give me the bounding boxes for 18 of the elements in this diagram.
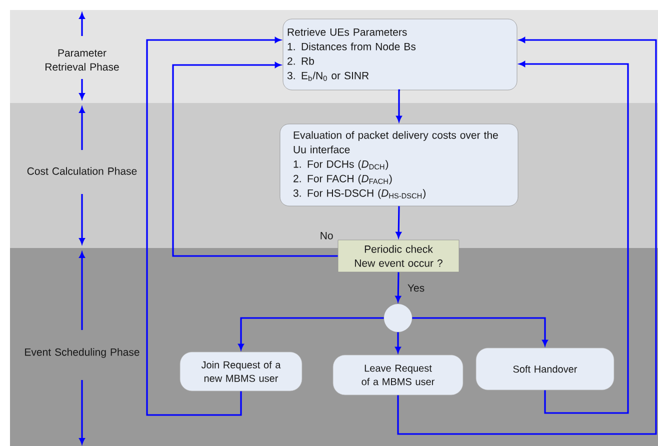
arrow	[146, 37, 281, 416]
arrow	[397, 37, 657, 435]
event-box: Join Request of a new MBMS user	[180, 352, 302, 392]
arrow	[396, 206, 402, 238]
event-box: Leave Request of a MBMS user	[332, 354, 464, 396]
arrow	[395, 272, 401, 302]
arrow	[172, 62, 338, 257]
process-box: Retrieve UEs Parameters 1. Distances from Node Bs 2. Rb 3. E$_{b}$/N$_{0}$ or SINR	[282, 18, 518, 90]
arrow	[238, 317, 384, 350]
arrow	[519, 61, 629, 414]
edge-label: No	[318, 231, 334, 240]
arrow	[396, 89, 402, 122]
arrow	[412, 317, 548, 346]
decision-box: Periodic check New event occur ?	[338, 240, 460, 272]
process-box: Evaluation of packet delivery costs over the Uu interface 1. For DCHs (D$_{DCH}$) 2. For FACH (D$_{FACH}$) 3. For HS-DSCH (D$_{HS-DSCH}$)	[280, 124, 518, 206]
arrow	[395, 332, 401, 353]
junction-circle	[384, 304, 412, 332]
event-box: Soft Handover	[476, 348, 614, 390]
